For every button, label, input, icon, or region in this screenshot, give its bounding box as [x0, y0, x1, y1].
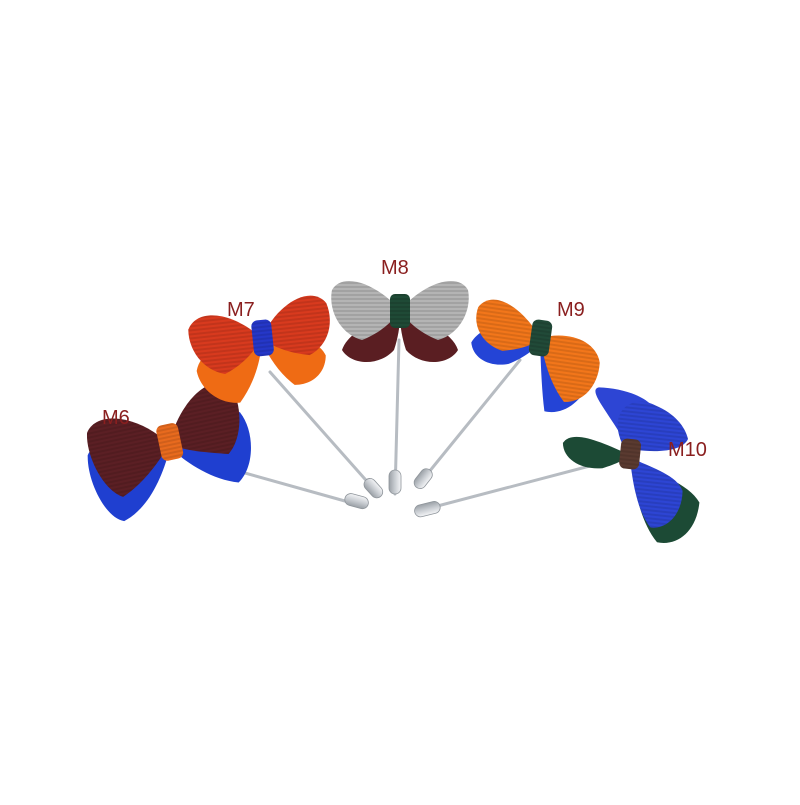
bow-m8	[331, 280, 469, 362]
label-m10: M10	[668, 439, 707, 461]
clutch-m6	[344, 493, 369, 510]
clutch-m10	[414, 501, 441, 518]
pin-m7	[268, 370, 374, 489]
pin-m8	[393, 338, 401, 496]
bow-m6	[87, 382, 251, 522]
label-m7: M7	[227, 299, 255, 321]
clutch-m7	[363, 478, 384, 499]
bow-m7	[188, 295, 330, 403]
clutch-m8	[388, 469, 402, 495]
pin-m10	[428, 460, 607, 510]
label-m8: M8	[381, 257, 409, 279]
pin-clutches	[344, 468, 441, 518]
clutch-m9	[413, 468, 433, 490]
bow-m10	[562, 387, 700, 543]
label-m6: M6	[102, 407, 130, 429]
pin-needles	[168, 338, 607, 510]
bow-m9	[471, 299, 600, 413]
pin-m9	[418, 358, 522, 485]
label-m9: M9	[557, 299, 585, 321]
